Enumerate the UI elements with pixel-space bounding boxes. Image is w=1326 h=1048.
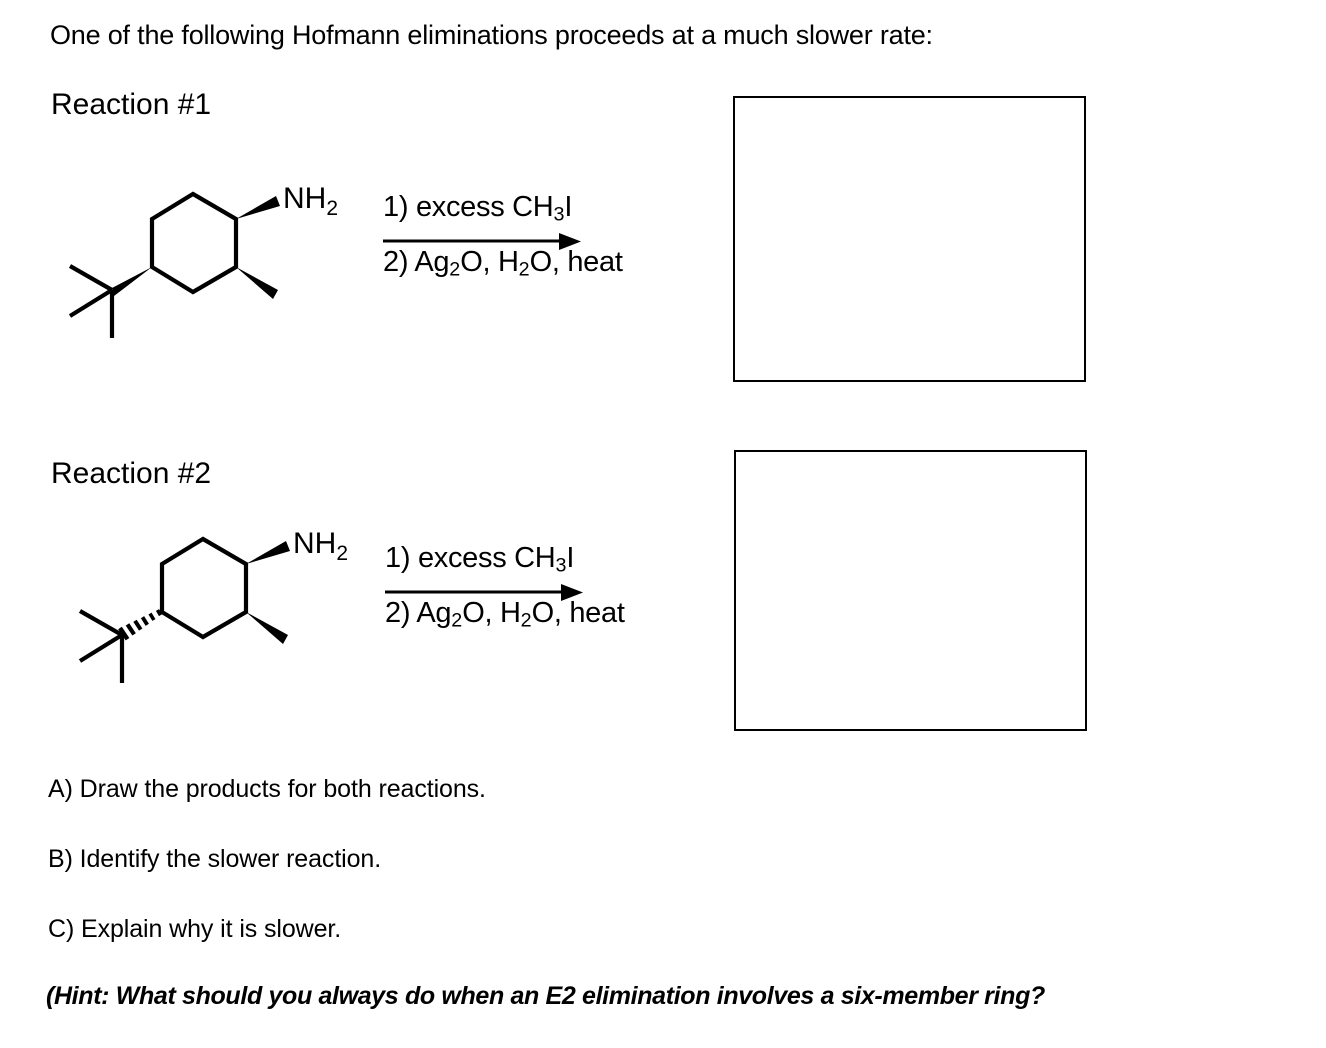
cyclohexane-ring-2: [159, 536, 249, 640]
hint-text: (Hint: What should you always do when an…: [46, 982, 1045, 1010]
reagent-step-2-line: 2) Ag2O, H2O, heat: [385, 596, 625, 637]
reaction-1-arrow: [383, 231, 588, 256]
reagent-step2-a: 2) Ag: [383, 246, 450, 279]
question-c: C) Explain why it is slower.: [48, 915, 342, 943]
reagent-step1-subscript: 3: [553, 203, 565, 226]
methyl-wedge-bond-2: [246, 612, 288, 644]
reaction-1-answer-box[interactable]: [733, 96, 1086, 382]
question-a: A) Draw the products for both reactions.: [48, 775, 486, 803]
reaction-1-structure-svg: NH2: [68, 182, 338, 338]
amine-wedge-bond-1: [236, 196, 280, 219]
methyl-wedge-bond-1: [236, 267, 278, 299]
reaction-2-arrow: [385, 582, 590, 607]
reagent-step1-prefix: 1) excess CH: [385, 542, 556, 574]
reagent-step2-b: O, H: [462, 597, 521, 630]
reagent-step-1-line: 1) excess CH3I: [383, 190, 623, 231]
reagent-step2-sub-b: 2: [518, 258, 530, 281]
reagent-step1-prefix: 1) excess CH: [383, 191, 554, 223]
amine-wedge-bond-2: [246, 541, 290, 564]
reagent-step1-suffix: I: [564, 191, 573, 223]
tertbutyl-group-1: [68, 264, 115, 338]
cyclohexane-ring-1: [149, 191, 239, 295]
reaction-2-reagents: 1) excess CH3I 2) Ag2O, H2O, heat: [385, 541, 625, 638]
reaction-2-label: Reaction #2: [51, 457, 212, 490]
worksheet-prompt: One of the following Hofmann elimination…: [50, 20, 933, 50]
reagent-step2-a: 2) Ag: [385, 597, 452, 630]
reaction-arrow-icon: [385, 584, 583, 601]
reaction-1-reagents: 1) excess CH3I 2) Ag2O, H2O, heat: [383, 190, 623, 287]
reaction-2-scheme: NH2: [40, 505, 720, 705]
amine-label-2: NH2: [293, 527, 348, 565]
tertbutyl-group-2: [78, 609, 125, 683]
reagent-step1-subscript: 3: [555, 554, 567, 577]
amine-label-1: NH2: [283, 182, 338, 220]
reagent-step-2-line: 2) Ag2O, H2O, heat: [383, 245, 623, 286]
question-b: B) Identify the slower reaction.: [48, 845, 382, 873]
reaction-arrow-icon: [383, 233, 581, 250]
reagent-step-1-line: 1) excess CH3I: [385, 541, 625, 582]
reagent-step2-sub-a: 2: [451, 609, 463, 632]
reaction-2-answer-box[interactable]: [734, 450, 1087, 731]
reagent-step2-sub-a: 2: [449, 258, 461, 281]
reaction-1-scheme: NH2: [40, 160, 720, 360]
reagent-step2-sub-b: 2: [520, 609, 532, 632]
reaction-2-structure-svg: NH2: [78, 527, 348, 683]
tertbutyl-hash-bond-2: [118, 609, 163, 641]
reagent-step2-c: O, heat: [531, 597, 625, 630]
tertbutyl-wedge-bond-1: [112, 267, 152, 296]
reagent-step2-c: O, heat: [529, 246, 623, 279]
reagent-step1-suffix: I: [566, 542, 575, 574]
reagent-step2-b: O, H: [460, 246, 519, 279]
reaction-1-label: Reaction #1: [51, 88, 212, 121]
